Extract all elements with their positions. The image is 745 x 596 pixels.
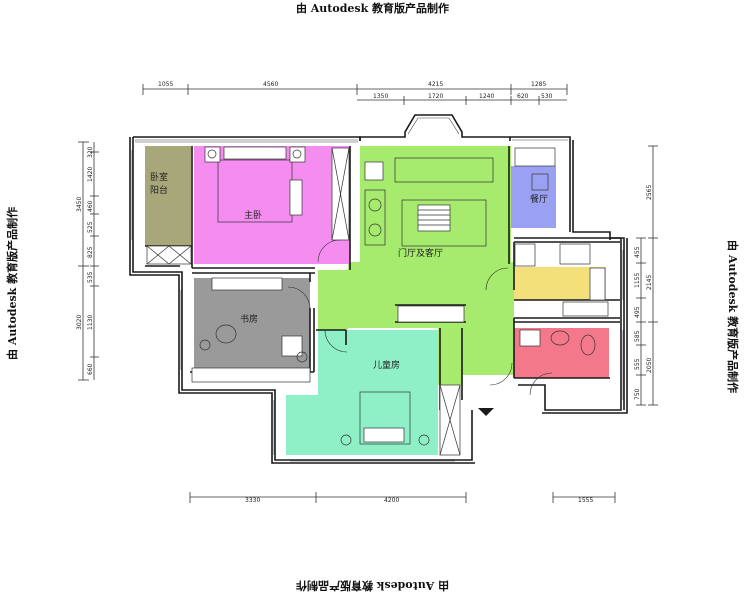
dim-top-620: 620 [517,93,529,100]
coffee-table [417,204,451,232]
dim-top-1350: 1350 [373,93,388,100]
room-label-balcony-1: 卧室 [150,171,168,183]
study-desk [211,277,283,291]
stair-landing [397,305,465,323]
entrance-arrow [478,408,494,416]
dimension-labels: 1055 4560 4215 1285 1350 1720 1240 620 5… [76,81,653,504]
nightstand-left [204,146,221,163]
room-label-children-room: 儿童房 [373,359,400,371]
dim-left-460: 460 [87,200,94,212]
dining-table [531,173,549,191]
dim-top-1055: 1055 [158,81,173,88]
balcony-cabinet [146,245,192,265]
dim-bottom-4200: 4200 [384,497,399,504]
dim-top-1240: 1240 [479,93,494,100]
living-sofa [394,157,494,183]
room-label-master-bedroom: 主卧 [244,209,262,221]
room-label-living-room: 门厅及客厅 [398,247,443,259]
room-label-study: 书房 [240,313,258,325]
master-bed [217,159,293,223]
dim-top-4560: 4560 [263,81,278,88]
master-tv-console [289,179,303,216]
wash-basin [550,330,570,346]
toilet [580,334,596,356]
dim-right-455: 455 [634,246,641,258]
dimension-lines [78,84,658,503]
dim-right-1155: 1155 [634,273,641,288]
furniture [146,146,609,456]
room-label-balcony-2: 阳台 [150,184,168,196]
dim-left-1420: 1420 [87,167,94,182]
dining-cabinet [514,147,556,167]
dim-top-4215: 4215 [428,81,443,88]
dim-left-3020: 3020 [76,315,83,330]
dim-top-530: 530 [541,93,553,100]
shower [519,329,541,347]
dim-left-320: 320 [87,146,94,158]
dim-left-825: 825 [87,246,94,258]
master-headboard [223,146,287,160]
study-armchair [281,335,303,357]
nightstand-right [289,146,306,163]
room-labels: 卧室 阳台 主卧 门厅及客厅 餐厅 书房 儿童房 [150,171,548,371]
dim-right-750: 750 [634,388,641,400]
dim-bottom-3330: 3330 [245,497,260,504]
dim-right-2050: 2050 [646,358,653,373]
study-chair [215,324,237,344]
child-bed-pillow [363,427,405,443]
dim-right-585: 585 [634,330,641,342]
dim-right-555: 555 [634,358,641,370]
dim-bottom-1555: 1555 [578,497,593,504]
dim-top-1720: 1720 [428,93,443,100]
balcony-area [145,146,191,246]
sink [589,267,606,301]
dim-left-525: 525 [87,221,94,233]
study-bookshelf [191,367,311,383]
kitchen-cabinet [562,301,609,317]
dim-right-495: 495 [634,306,641,318]
stove [559,243,591,265]
tv-cabinet [364,189,386,246]
walls [129,114,628,464]
dim-top-1285: 1285 [531,81,546,88]
fridge [514,243,536,267]
children-room-nook [286,395,318,455]
side-table [364,161,384,181]
dim-left-535: 535 [87,271,94,283]
windows [131,117,624,462]
watermark-top: 由 Autodesk 教育版产品制作 [295,2,450,15]
dim-left-1130: 1130 [87,315,94,330]
dim-left-660: 660 [87,363,94,375]
dim-right-2565: 2565 [646,185,653,200]
doors [287,239,553,396]
room-label-dining: 餐厅 [530,193,548,205]
dim-right-2145: 2145 [646,275,653,290]
dim-left-3450: 3450 [76,197,83,212]
